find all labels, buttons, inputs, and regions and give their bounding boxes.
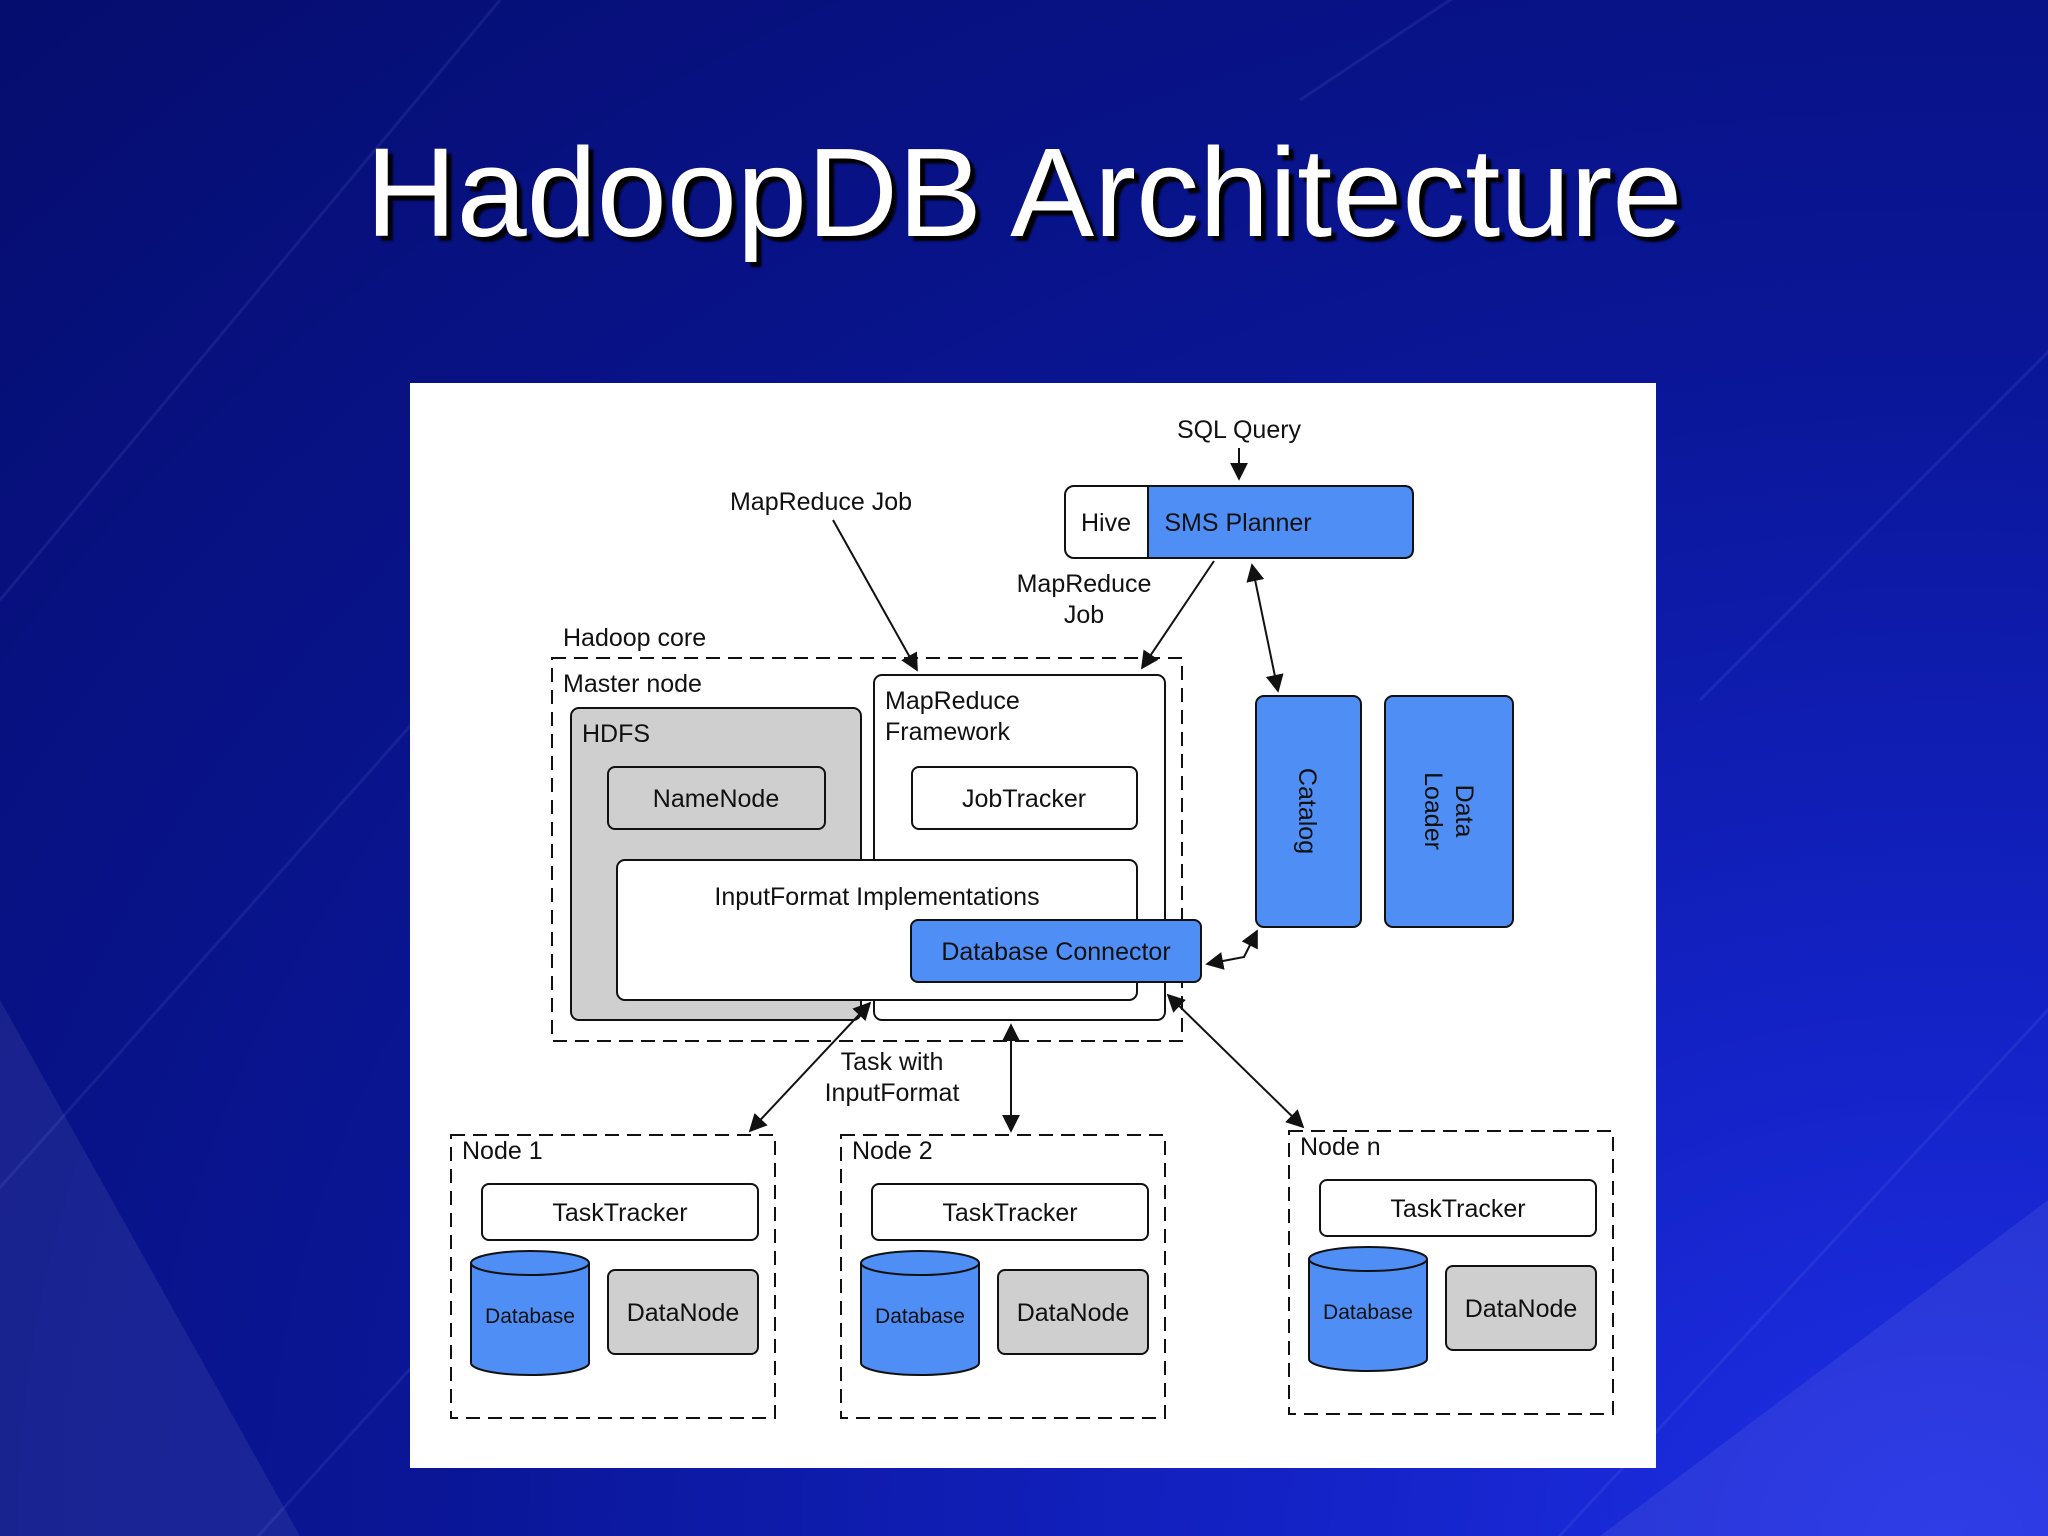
master-node-label: Master node — [563, 670, 702, 698]
mapreduce-job-right-label-2: Job — [1064, 601, 1104, 629]
node-1-datanode-box — [607, 1269, 759, 1355]
node-2-database-icon — [860, 1263, 980, 1376]
node-n-label: Node n — [1300, 1133, 1381, 1161]
node-1-tasktracker-label: TaskTracker — [552, 1199, 687, 1227]
node-n-tasktracker-box — [1319, 1179, 1597, 1237]
node-n-database-icon — [1308, 1259, 1428, 1372]
master-node1-arrow — [748, 1001, 872, 1133]
database-connector-box — [910, 919, 1202, 983]
node-2-tasktracker-label: TaskTracker — [942, 1199, 1077, 1227]
node-1-database-icon — [470, 1263, 590, 1376]
node-1-database-top — [470, 1250, 590, 1276]
catalog-box — [1255, 695, 1362, 928]
hive-label: Hive — [1081, 509, 1131, 537]
inputformat-label: InputFormat Implementations — [714, 883, 1039, 911]
mapreduce-job-right-label-1: MapReduce — [1017, 570, 1152, 598]
node-1-datanode-label: DataNode — [627, 1299, 740, 1327]
mapreduce-framework-label-1: MapReduce — [885, 687, 1020, 715]
node-1-label: Node 1 — [462, 1137, 543, 1165]
task-with-label-2: InputFormat — [825, 1079, 960, 1107]
data-loader-box — [1384, 695, 1514, 928]
node-1-database-label: Database — [485, 1305, 575, 1328]
node-1-box — [450, 1134, 776, 1419]
node-2-box — [840, 1134, 1166, 1419]
node-2-database-label: Database — [875, 1305, 965, 1328]
node-2-datanode-label: DataNode — [1017, 1299, 1130, 1327]
node-2-database-top — [860, 1250, 980, 1276]
node-1-tasktracker-box — [481, 1183, 759, 1241]
node-n-datanode-box — [1445, 1265, 1597, 1351]
node-n-tasktracker-label: TaskTracker — [1390, 1195, 1525, 1223]
namenode-box — [607, 766, 826, 830]
catalog-label: Catalog — [1293, 768, 1321, 854]
sql-query-label: SQL Query — [1177, 416, 1302, 444]
node-2-tasktracker-box — [871, 1183, 1149, 1241]
sms-planner-label: SMS Planner — [1164, 509, 1311, 537]
slide-title: HadoopDB Architecture — [365, 122, 1683, 263]
jobtracker-label: JobTracker — [962, 785, 1086, 813]
planner-catalog-arrow — [1246, 563, 1284, 693]
node-n-datanode-label: DataNode — [1465, 1295, 1578, 1323]
node-n-database-label: Database — [1323, 1301, 1413, 1324]
connector-catalog-arrow — [1205, 929, 1258, 970]
architecture-diagram: SQL Query Hive SMS Planner MapReduce Job… — [450, 416, 1614, 1419]
node-2-datanode-box — [997, 1269, 1149, 1355]
node-n: Node n TaskTracker Database DataNode — [1288, 1130, 1614, 1415]
node-n-box — [1288, 1130, 1614, 1415]
mapreduce-job-left-label: MapReduce Job — [730, 488, 912, 516]
planner-to-mapreduce-arrow — [1140, 560, 1215, 670]
mapreduce-framework-label-2: Framework — [885, 718, 1011, 746]
data-loader-label-2: Loader — [1419, 772, 1447, 850]
node-n-database-top — [1308, 1246, 1428, 1272]
namenode-label: NameNode — [653, 785, 779, 813]
hadoop-core-label: Hadoop core — [563, 624, 706, 652]
sms-planner-box — [1147, 485, 1414, 559]
node-2-label: Node 2 — [852, 1137, 933, 1165]
architecture-figure: SQL Query Hive SMS Planner MapReduce Job… — [410, 383, 1656, 1468]
node-2: Node 2 TaskTracker Database DataNode — [840, 1134, 1166, 1419]
mapreduce-job-left-arrow — [832, 519, 918, 672]
node-1: Node 1 TaskTracker Database DataNode — [450, 1134, 776, 1419]
database-connector-label: Database Connector — [941, 938, 1170, 966]
task-with-label-1: Task with — [841, 1048, 944, 1076]
data-loader-label-1: Data — [1450, 785, 1478, 838]
jobtracker-box — [911, 766, 1138, 830]
master-noden-arrow — [1166, 993, 1305, 1129]
hdfs-label: HDFS — [582, 720, 650, 748]
